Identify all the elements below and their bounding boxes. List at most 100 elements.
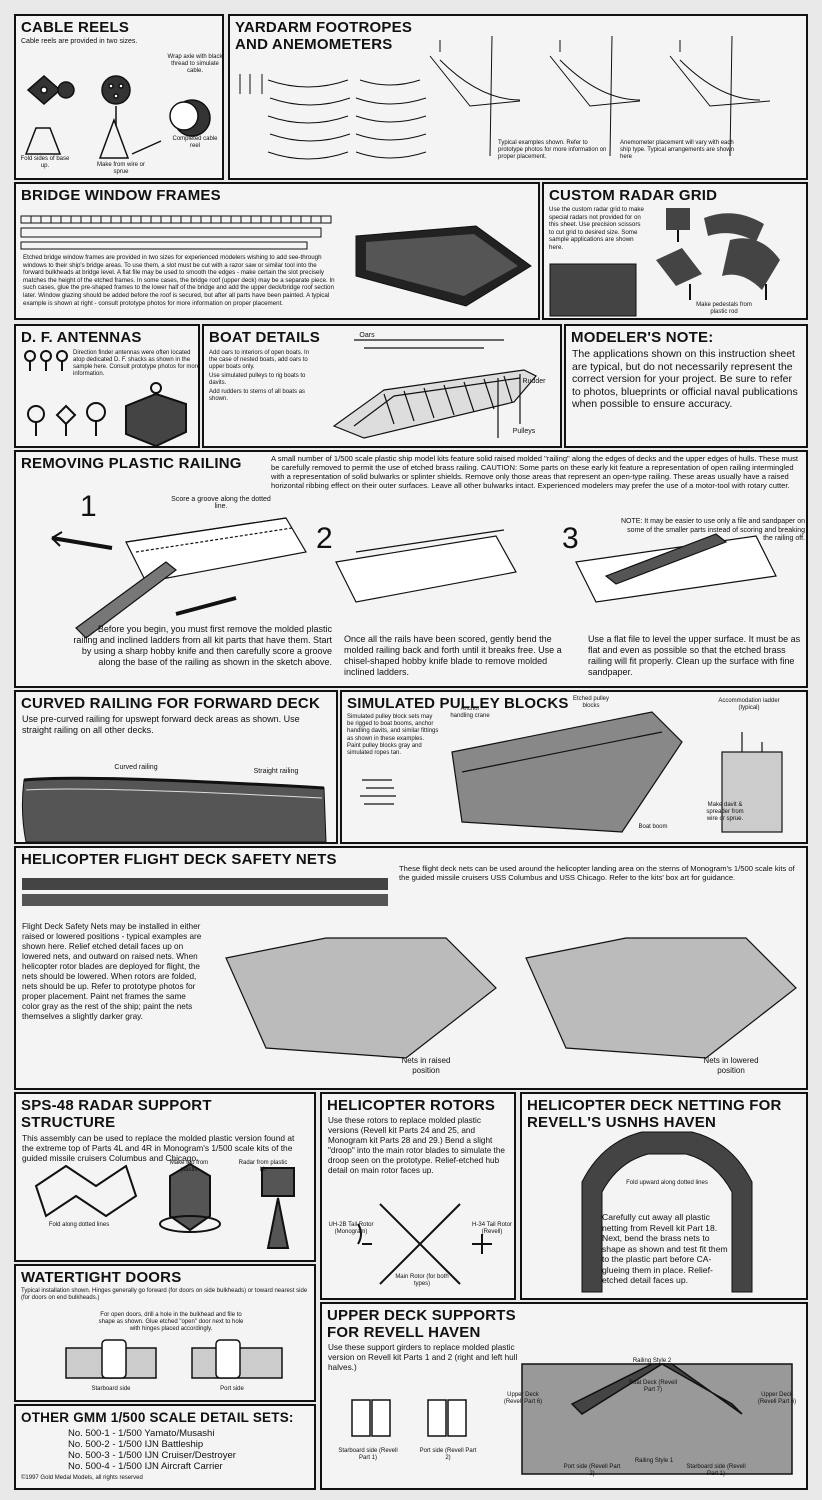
yardarm-title-1: YARDARM FOOTROPES xyxy=(235,19,413,36)
rotors-text: Use these rotors to replace molded plast… xyxy=(328,1116,505,1175)
doors-panel: WATERTIGHT DOORS Typical installation sh… xyxy=(14,1264,316,1402)
upper-title-1: UPPER DECK SUPPORTS xyxy=(327,1307,516,1324)
doors-port-label: Port side xyxy=(220,1386,244,1392)
haven-fold-label: Fold upward along dotted lines xyxy=(626,1180,708,1186)
port-side-right-label: Port side (Revell Part 2) xyxy=(563,1464,621,1477)
sps-panel: SPS-48 RADAR SUPPORT STRUCTURE This asse… xyxy=(14,1092,316,1262)
boat-text-2: Use simulated pulleys to rig boats to da… xyxy=(209,373,306,386)
footrope-icon xyxy=(239,35,771,160)
note-panel: MODELER'S NOTE: The applications shown o… xyxy=(564,324,808,448)
doors-drawing xyxy=(65,1339,283,1379)
note-title: MODELER'S NOTE: xyxy=(571,329,714,346)
curved-title: CURVED RAILING FOR FORWARD DECK xyxy=(21,695,320,712)
upper-deck-left-label: Upper Deck (Revell Part 6) xyxy=(503,1392,543,1405)
heli-nets-panel: HELICOPTER FLIGHT DECK SAFETY NETS These… xyxy=(14,846,808,1090)
railing-note: NOTE: It may be easier to use only a fil… xyxy=(620,518,805,542)
note-text: The applications shown on this instructi… xyxy=(572,348,798,410)
heli-nets-intro: These flight deck nets can be used aroun… xyxy=(399,864,795,883)
pulleys-label: Pulleys xyxy=(512,428,536,435)
cable-reels-intro: Cable reels are provided in two sizes. xyxy=(21,38,138,45)
lowered-label: Nets in lowered position xyxy=(703,1056,759,1075)
doors-open-label: For open doors, drill a hole in the bulk… xyxy=(98,1312,244,1332)
typical-label: Typical examples shown. Refer to prototy… xyxy=(498,140,607,160)
railing-intro: A small number of 1/500 scale plastic sh… xyxy=(271,454,798,490)
railing-title: REMOVING PLASTIC RAILING xyxy=(21,455,242,472)
rudder-label: Rudder xyxy=(522,378,546,385)
cable-reels-panel: CABLE REELS Cable reels are provided in … xyxy=(14,14,224,180)
railing-style-2-label: Railing Style 2 xyxy=(632,1358,672,1364)
oars-label: Oars xyxy=(359,332,375,339)
df-panel: D. F. ANTENNAS Direction finder antennas… xyxy=(14,324,200,448)
railing-panel: REMOVING PLASTIC RAILING A small number … xyxy=(14,450,808,688)
step-2: 2 xyxy=(316,522,333,555)
yardarm-panel: YARDARM FOOTROPES AND ANEMOMETERS Typica… xyxy=(228,14,808,180)
wrap-label: Wrap axle with black thread to simulate … xyxy=(167,54,223,74)
upper-title-2: FOR REVELL HAVEN xyxy=(327,1324,481,1341)
df-title: D. F. ANTENNAS xyxy=(21,329,142,346)
doors-stbd-label: Starboard side xyxy=(91,1386,131,1392)
df-antenna-icon xyxy=(24,350,187,446)
other-title: OTHER GMM 1/500 SCALE DETAIL SETS: xyxy=(21,1410,294,1425)
railing-step-1: Before you begin, you must first remove … xyxy=(73,624,332,667)
railing-step-3: Use a flat file to level the upper surfa… xyxy=(588,634,801,677)
straight-label: Straight railing xyxy=(253,768,299,775)
upper-port-label: Port side (Revell Part 2) xyxy=(419,1448,477,1461)
pulley-drawing xyxy=(360,711,783,833)
rotors-panel: HELICOPTER ROTORS Use these rotors to re… xyxy=(320,1092,516,1300)
railing-style-1-label: Railing Style 1 xyxy=(634,1458,674,1464)
bridge-panel: BRIDGE WINDOW FRAMES Etched bridge windo… xyxy=(14,182,540,320)
radar-grid-panel: CUSTOM RADAR GRID Use the custom radar g… xyxy=(542,182,808,320)
curved-panel: CURVED RAILING FOR FORWARD DECK Use pre-… xyxy=(14,690,338,844)
flight-deck-drawing xyxy=(225,937,797,1059)
sps-radar-label: Radar from plastic kit xyxy=(238,1160,288,1173)
pulley-text: Simulated pulley block sets may be rigge… xyxy=(347,714,439,757)
radar-grid-drawing xyxy=(549,208,780,317)
sps-top-label: Make top from plastic xyxy=(169,1160,209,1173)
raised-label: Nets in raised position xyxy=(401,1056,451,1075)
railing-drawing xyxy=(51,517,777,639)
copyright: ©1997 Gold Medal Models, all rights rese… xyxy=(21,1475,143,1481)
haven-net-drawing xyxy=(581,1131,753,1293)
step-1: 1 xyxy=(80,490,97,523)
rotor-drawing xyxy=(357,1203,492,1285)
heli-nets-title: HELICOPTER FLIGHT DECK SAFETY NETS xyxy=(21,851,337,868)
uh2b-label: UH-2B Tail Rotor (Monogram) xyxy=(328,1222,374,1235)
main-rotor-label: Main Rotor (for both types) xyxy=(395,1274,449,1287)
sps-title: SPS-48 RADAR SUPPORT STRUCTURE xyxy=(21,1097,212,1131)
boat-text-3: Add rudders to sterns of all boats as sh… xyxy=(209,389,306,402)
bridge-title: BRIDGE WINDOW FRAMES xyxy=(21,187,221,204)
heli-nets-text: Flight Deck Safety Nets may be installed… xyxy=(22,922,202,1021)
anemometer-label: Anemometer placement will vary with each… xyxy=(620,140,734,160)
pedestal-label: Make pedestals from plastic rod xyxy=(696,302,752,315)
haven-title-2: REVELL'S USNHS HAVEN xyxy=(527,1114,716,1131)
yardarm-title-2: AND ANEMOMETERS xyxy=(235,36,393,53)
curved-text: Use pre-curved railing for upswept forwa… xyxy=(22,714,300,735)
bridge-drawing xyxy=(355,225,532,307)
sps-drawing xyxy=(34,1162,295,1249)
pulley-panel: SIMULATED PULLEY BLOCKS Simulated pulley… xyxy=(340,690,808,844)
upper-stbd-label: Starboard side (Revell Part 1) xyxy=(338,1448,398,1461)
other-item-1: No. 500-1 - 1/500 Yamato/Musashi xyxy=(68,1428,215,1439)
boom-label: Boat boom xyxy=(638,824,668,830)
upper-panel: UPPER DECK SUPPORTS FOR REVELL HAVEN Use… xyxy=(320,1302,808,1490)
upper-deck-right-label: Upper Deck (Revell Part 6) xyxy=(757,1392,797,1405)
pulley-title: SIMULATED PULLEY BLOCKS xyxy=(347,695,569,712)
boat-text-1: Add oars to interiors of open boats. In … xyxy=(209,350,310,370)
doors-title: WATERTIGHT DOORS xyxy=(21,1269,182,1286)
upper-text: Use these support girders to replace mol… xyxy=(328,1343,518,1372)
sps-text: This assembly can be used to replace the… xyxy=(22,1133,295,1163)
other-item-2: No. 500-2 - 1/500 IJN Battleship xyxy=(68,1439,204,1450)
curved-drawing xyxy=(21,776,327,842)
rotors-title: HELICOPTER ROTORS xyxy=(327,1097,496,1114)
radar-grid-title: CUSTOM RADAR GRID xyxy=(549,187,718,204)
boat-panel: BOAT DETAILS Add oars to interiors of op… xyxy=(202,324,562,448)
cable-reel-icon xyxy=(24,75,211,159)
boat-title: BOAT DETAILS xyxy=(209,329,321,346)
df-text: Direction finder antennas were often loc… xyxy=(73,350,200,377)
radar-grid-text: Use the custom radar grid to make specia… xyxy=(549,206,644,251)
etched-label: Etched pulley blocks xyxy=(572,696,610,709)
ladder-label: Accommodation ladder (typical) xyxy=(718,698,780,711)
sps-fold-label: Fold along dotted lines xyxy=(48,1222,110,1228)
other-panel: OTHER GMM 1/500 SCALE DETAIL SETS: No. 5… xyxy=(14,1404,316,1490)
haven-panel: HELICOPTER DECK NETTING FOR REVELL'S USN… xyxy=(520,1092,808,1300)
